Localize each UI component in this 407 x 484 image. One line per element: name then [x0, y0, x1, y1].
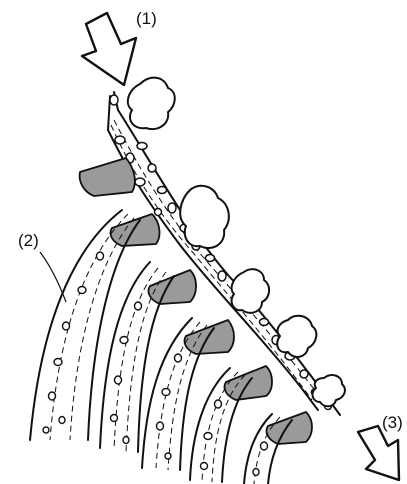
particle [111, 415, 118, 422]
particle [261, 442, 268, 450]
particle [115, 376, 122, 384]
label-inflow: (1) [136, 9, 157, 28]
particle [215, 400, 222, 408]
particle [135, 178, 145, 186]
particle [175, 354, 182, 362]
particle [168, 203, 176, 213]
particle [300, 370, 308, 378]
particle [43, 427, 49, 433]
particle [97, 252, 104, 260]
particle [120, 337, 128, 344]
particle [218, 271, 226, 281]
particle [165, 453, 171, 459]
particle [49, 392, 56, 400]
particle [137, 143, 147, 150]
particle [63, 322, 70, 330]
particle [148, 164, 156, 172]
particle [110, 95, 118, 105]
particle [201, 463, 208, 470]
particle [54, 359, 62, 366]
particle [135, 302, 142, 310]
label-outflow: (3) [382, 413, 403, 432]
particle [260, 319, 269, 326]
particle [155, 209, 162, 216]
label-branch: (2) [18, 231, 39, 250]
particle [157, 422, 164, 430]
particle [78, 287, 86, 294]
particle [158, 187, 167, 194]
particle [206, 255, 215, 262]
particle [123, 437, 129, 444]
particle [59, 417, 65, 424]
particle [115, 136, 125, 144]
particle [204, 433, 212, 440]
particle [253, 469, 259, 476]
particle [162, 389, 170, 396]
